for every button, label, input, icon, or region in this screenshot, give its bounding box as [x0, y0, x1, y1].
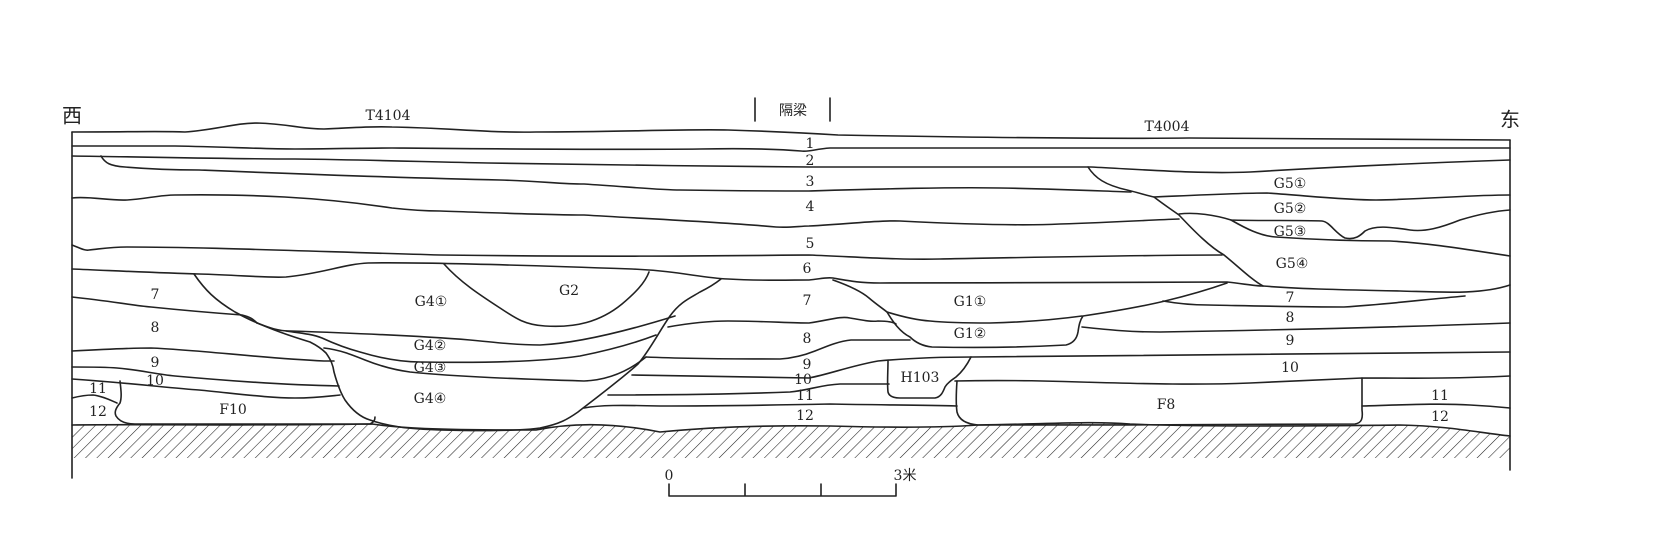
west-layer-12-label: 12	[89, 404, 107, 420]
layer-9-10-boundary	[631, 351, 1511, 379]
feature-h103-label: H103	[901, 370, 940, 386]
layer-9-label: 9	[803, 357, 812, 373]
trench-t4104-label: T4104	[366, 108, 411, 124]
sterile-soil-hatch	[72, 422, 1510, 458]
center-layer-8-9-boundary	[645, 339, 911, 360]
feature-g4-2-label: G4②	[414, 338, 447, 354]
feature-g2-label: G2	[559, 283, 579, 299]
west-layer-11-12-boundary	[71, 394, 118, 404]
west-layer-10-11-boundary	[71, 378, 341, 399]
west-layer-8-9-boundary	[71, 347, 335, 362]
feature-g2-outline	[443, 263, 650, 328]
layer-7-label: 7	[803, 293, 812, 309]
east-layer-8-9-boundary	[1081, 322, 1511, 333]
balk-label: 隔梁	[779, 103, 807, 119]
scale-bar: 0 3米	[665, 468, 917, 497]
g4-1-2-boundary	[256, 315, 676, 346]
scale-bar-end-label: 3米	[894, 468, 917, 484]
east-layer-8-label: 8	[1286, 310, 1295, 326]
layer-12-label: 12	[796, 408, 814, 424]
layer-3-4-boundary	[100, 155, 1132, 193]
west-layer-10-label: 10	[146, 373, 164, 389]
layer-4-label: 4	[806, 199, 815, 215]
center-layer-7-8-boundary	[667, 316, 897, 328]
east-layer-12-label: 12	[1431, 409, 1449, 425]
east-layer-9-label: 9	[1286, 333, 1295, 349]
feature-g5-1-label: G5①	[1274, 176, 1307, 192]
layer-4-5-boundary	[71, 194, 1180, 229]
g4-3-4-boundary	[323, 347, 647, 382]
east-layer-10-label: 10	[1281, 360, 1299, 376]
feature-f10-outline	[114, 380, 376, 425]
g4-2-3-boundary	[285, 330, 657, 364]
feature-g4-3-label: G4③	[414, 360, 447, 376]
east-layer-11-12-boundary	[1361, 403, 1511, 409]
g1-1-2-boundary	[886, 311, 1083, 324]
direction-east-label: 东	[1500, 108, 1520, 132]
feature-g4-outline	[193, 273, 722, 432]
layer-6-label: 6	[803, 261, 812, 277]
ground-surface-line	[71, 122, 1511, 141]
west-layer-7-8-boundary	[71, 296, 258, 324]
feature-g5-4-label: G5④	[1276, 256, 1309, 272]
feature-g1-outline	[832, 279, 1228, 349]
layer-10-11-east-boundary	[954, 375, 1511, 385]
layer-2-3-boundary	[71, 155, 1511, 174]
sterile-soil-boundary	[71, 421, 1511, 437]
center-layer-11-12-boundary	[583, 403, 958, 409]
west-layer-8-label: 8	[151, 320, 160, 336]
feature-g1-2-label: G1②	[954, 326, 987, 342]
layer-10-label: 10	[794, 372, 812, 388]
center-layer-10-11-boundary	[607, 383, 890, 396]
g5-2-3-boundary	[1178, 209, 1511, 240]
layer-1-2-boundary	[71, 145, 1511, 152]
feature-g1-1-label: G1①	[954, 294, 987, 310]
layer-5-6-boundary	[71, 244, 1223, 260]
feature-f8-outline	[955, 377, 1364, 426]
feature-f10-label: F10	[219, 402, 247, 418]
scale-bar-start-label: 0	[665, 468, 674, 484]
east-layer-7-label: 7	[1286, 290, 1295, 306]
scale-bar-line	[668, 483, 897, 497]
layer-3-label: 3	[806, 174, 815, 190]
east-layer-11-label: 11	[1431, 388, 1449, 404]
layer-5-label: 5	[806, 236, 815, 252]
feature-g5-outline	[1087, 166, 1264, 287]
g5-3-4-boundary	[1230, 219, 1511, 257]
feature-g5-2-label: G5②	[1274, 201, 1307, 217]
west-layer-7-label: 7	[151, 287, 160, 303]
feature-h103-outline	[886, 356, 972, 399]
west-layer-9-10-boundary	[71, 366, 340, 387]
feature-g4-1-label: G4①	[415, 294, 448, 310]
east-layer-7-8-boundary	[1162, 295, 1466, 308]
direction-west-label: 西	[62, 104, 82, 128]
layer-1-label: 1	[806, 136, 815, 152]
layer-8-label: 8	[803, 331, 812, 347]
west-layer-11-label: 11	[89, 381, 107, 397]
layer-2-label: 2	[806, 153, 815, 169]
feature-f8-label: F8	[1157, 397, 1176, 413]
g5-1-2-boundary	[1153, 192, 1511, 201]
trench-t4004-label: T4004	[1145, 119, 1190, 135]
west-layer-9-label: 9	[151, 355, 160, 371]
feature-g4-4-label: G4④	[414, 391, 447, 407]
feature-g5-3-label: G5③	[1274, 224, 1307, 240]
layer-11-label: 11	[796, 388, 814, 404]
